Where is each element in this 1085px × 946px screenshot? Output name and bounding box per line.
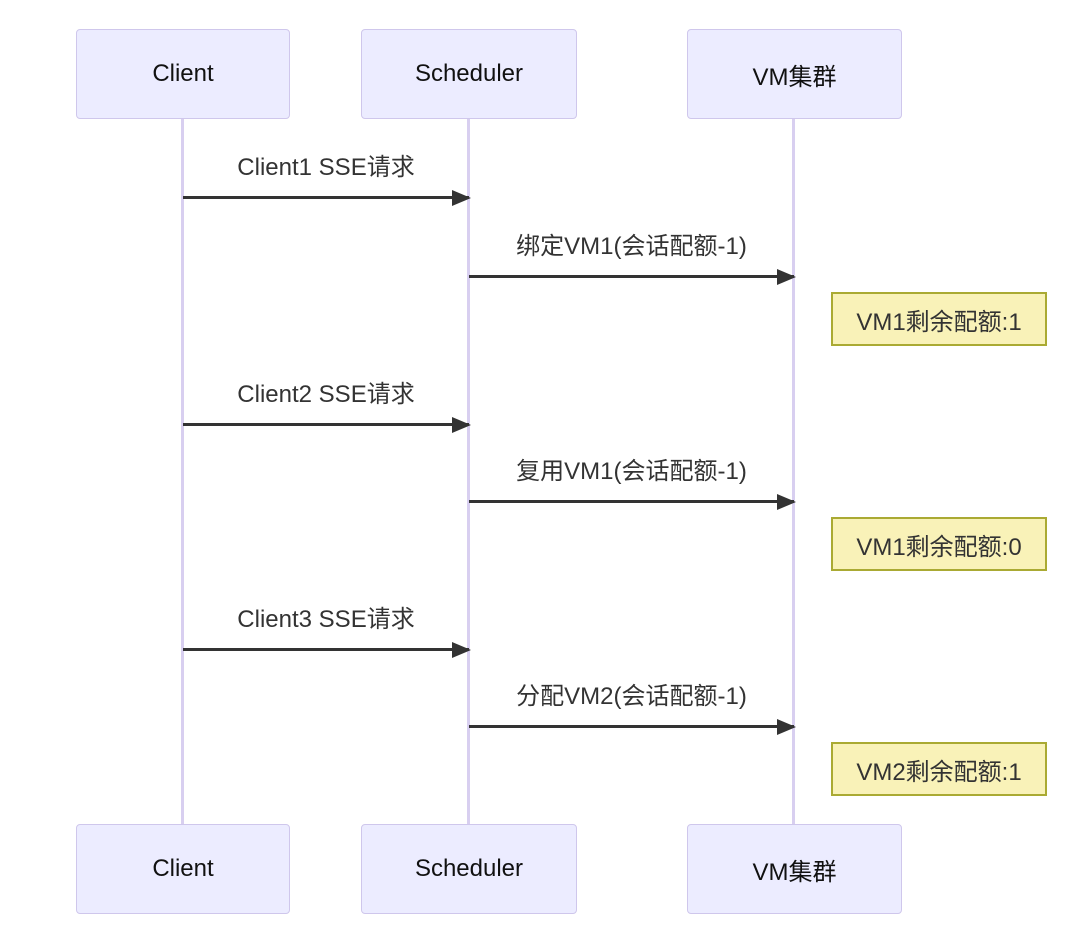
- message-arrow: [469, 268, 796, 285]
- message-arrow: [183, 641, 471, 658]
- lifeline-client: [181, 119, 184, 824]
- message-bind-vm1: 绑定VM1(会话配额-1): [469, 231, 796, 285]
- actor-label: VM集群: [752, 63, 837, 91]
- note-text: VM1剩余配额:1: [856, 308, 1022, 336]
- message-assign-vm2: 分配VM2(会话配额-1): [469, 681, 796, 735]
- note-text: VM1剩余配额:0: [856, 533, 1022, 561]
- message-label: 分配VM2(会话配额-1): [516, 683, 747, 710]
- actor-top-client: Client: [76, 29, 290, 119]
- message-client2-sse: Client2 SSE请求: [183, 379, 471, 433]
- arrowhead-right-icon: [452, 416, 471, 433]
- message-label: Client1 SSE请求: [237, 154, 415, 181]
- actor-label: Client: [152, 855, 214, 882]
- arrowhead-right-icon: [452, 189, 471, 206]
- actor-bottom-scheduler: Scheduler: [361, 824, 577, 914]
- actor-label: Scheduler: [414, 60, 524, 87]
- arrowhead-right-icon: [777, 268, 796, 285]
- note-vm1-quota-zero: VM1剩余配额:0: [831, 517, 1047, 571]
- lifeline-scheduler: [467, 119, 470, 824]
- arrowhead-right-icon: [452, 641, 471, 658]
- message-arrow: [183, 189, 471, 206]
- note-text: VM2剩余配额:1: [856, 758, 1022, 786]
- arrowhead-right-icon: [777, 718, 796, 735]
- lifeline-vm-cluster: [792, 119, 795, 824]
- arrowhead-right-icon: [777, 493, 796, 510]
- message-client1-sse: Client1 SSE请求: [183, 152, 471, 206]
- message-reuse-vm1: 复用VM1(会话配额-1): [469, 456, 796, 510]
- note-vm1-quota: VM1剩余配额:1: [831, 292, 1047, 346]
- actor-top-scheduler: Scheduler: [361, 29, 577, 119]
- message-arrow: [183, 416, 471, 433]
- note-vm2-quota: VM2剩余配额:1: [831, 742, 1047, 796]
- actor-bottom-client: Client: [76, 824, 290, 914]
- actor-bottom-vm-cluster: VM集群: [687, 824, 902, 914]
- message-label: 复用VM1(会话配额-1): [516, 458, 747, 485]
- actor-label: VM集群: [752, 858, 837, 886]
- message-label: Client2 SSE请求: [237, 381, 415, 408]
- message-label: 绑定VM1(会话配额-1): [516, 233, 747, 260]
- message-arrow: [469, 718, 796, 735]
- message-client3-sse: Client3 SSE请求: [183, 604, 471, 658]
- actor-top-vm-cluster: VM集群: [687, 29, 902, 119]
- actor-label: Scheduler: [414, 855, 524, 882]
- message-label: Client3 SSE请求: [237, 606, 415, 633]
- message-arrow: [469, 493, 796, 510]
- actor-label: Client: [152, 60, 214, 87]
